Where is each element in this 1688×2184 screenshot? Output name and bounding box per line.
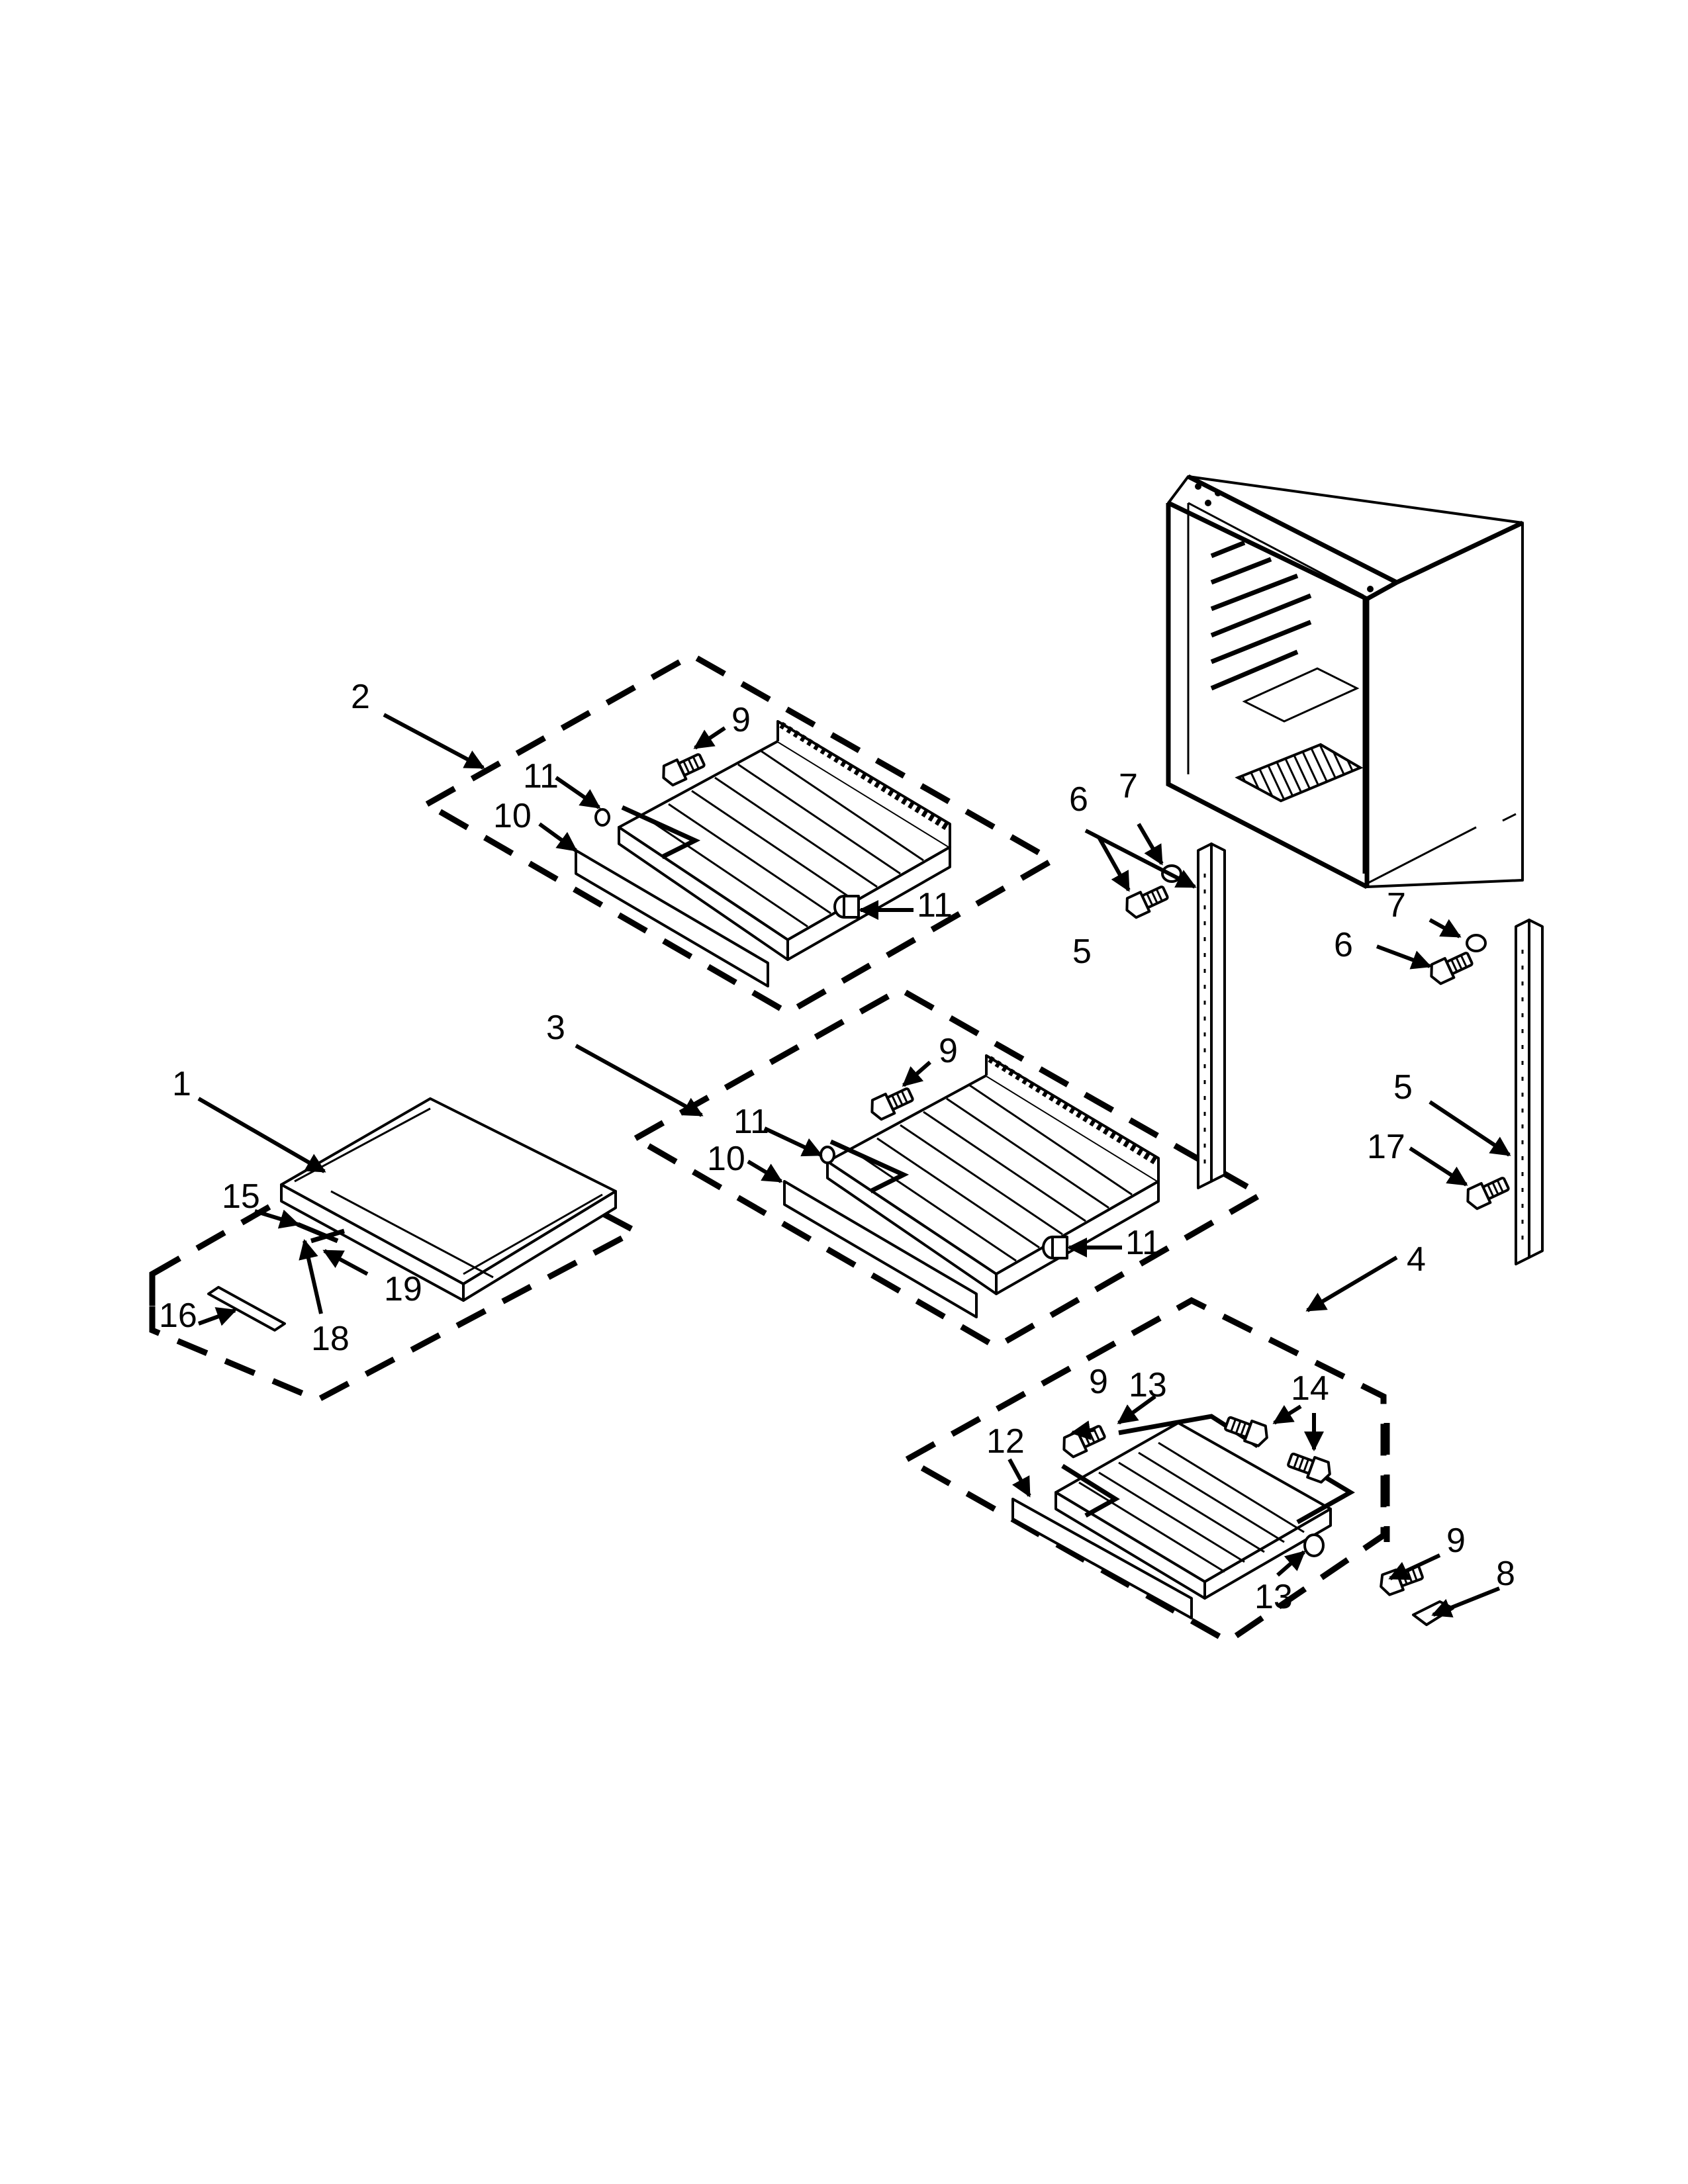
trim-strip-12 — [1011, 1498, 1193, 1619]
bumper-11c — [820, 1146, 835, 1164]
drawer-rails-4 — [1078, 1441, 1305, 1573]
bracket-16 — [207, 1286, 286, 1332]
drawer-assembly-4 — [900, 1297, 1390, 1645]
callout-5a: 5 — [1072, 933, 1092, 971]
bumper-11a — [594, 808, 610, 827]
cabinet-housing — [1166, 474, 1524, 889]
callout-6b: 6 — [1334, 926, 1353, 964]
trim-strip-10a — [575, 849, 769, 987]
callout-1: 1 — [172, 1065, 191, 1103]
callout-8: 8 — [1496, 1555, 1515, 1593]
callout-4: 4 — [1407, 1240, 1426, 1279]
callout-15: 15 — [222, 1177, 260, 1216]
callout-12: 12 — [986, 1422, 1025, 1461]
dashed-group-3 — [629, 985, 1268, 1351]
callout-17: 17 — [1367, 1128, 1405, 1166]
callout-7a: 7 — [1119, 767, 1138, 805]
drawer-rails-2 — [645, 750, 924, 928]
callout-11d: 11 — [1125, 1224, 1161, 1262]
callout-9a: 9 — [731, 701, 751, 739]
dashed-group-2 — [420, 651, 1059, 1017]
cabinet-floor-grille — [1235, 743, 1364, 803]
trim-strip-10b — [783, 1180, 978, 1318]
callout-16: 16 — [159, 1297, 197, 1335]
slide-rail-5b — [1515, 919, 1544, 1265]
washer-7b — [1466, 934, 1487, 952]
screw-9b — [866, 1083, 917, 1123]
cabinet-vent-slots — [1210, 540, 1312, 691]
callout-6a: 6 — [1069, 780, 1088, 819]
callout-13a: 13 — [1129, 1366, 1167, 1404]
callout-5b: 5 — [1393, 1068, 1413, 1107]
leader-arrows — [197, 713, 1511, 1617]
callout-9c: 9 — [1089, 1363, 1108, 1401]
screw-6b — [1425, 947, 1476, 987]
screw-14a — [1222, 1412, 1272, 1449]
cam-13b — [1303, 1533, 1325, 1557]
drawer-rails-3 — [853, 1084, 1133, 1262]
callout-10a: 10 — [493, 797, 532, 835]
callout-labels: 2 9 11 10 11 3 9 11 10 11 1 15 19 18 16 … — [159, 678, 1515, 1616]
callout-9d: 9 — [1446, 1522, 1466, 1560]
callout-13b: 13 — [1254, 1578, 1293, 1616]
callout-18: 18 — [311, 1320, 350, 1358]
callout-11a: 11 — [523, 757, 559, 796]
screw-17 — [1462, 1172, 1513, 1212]
screw-9c — [1058, 1420, 1109, 1461]
callout-11b: 11 — [917, 886, 953, 925]
callout-2: 2 — [351, 678, 370, 716]
screw-14b — [1285, 1448, 1335, 1486]
callout-11c: 11 — [733, 1103, 769, 1141]
callout-19: 19 — [384, 1270, 422, 1308]
callout-7b: 7 — [1387, 886, 1406, 925]
screw-9a — [657, 749, 708, 789]
wire-15 — [297, 1222, 339, 1244]
panel-assembly-1 — [149, 1097, 642, 1403]
callout-10b: 10 — [707, 1140, 745, 1178]
callout-9b: 9 — [939, 1032, 958, 1070]
callout-14: 14 — [1291, 1369, 1329, 1408]
callout-3: 3 — [546, 1009, 565, 1047]
dashed-group-4 — [900, 1297, 1387, 1645]
slide-rail-5a — [1197, 842, 1226, 1189]
